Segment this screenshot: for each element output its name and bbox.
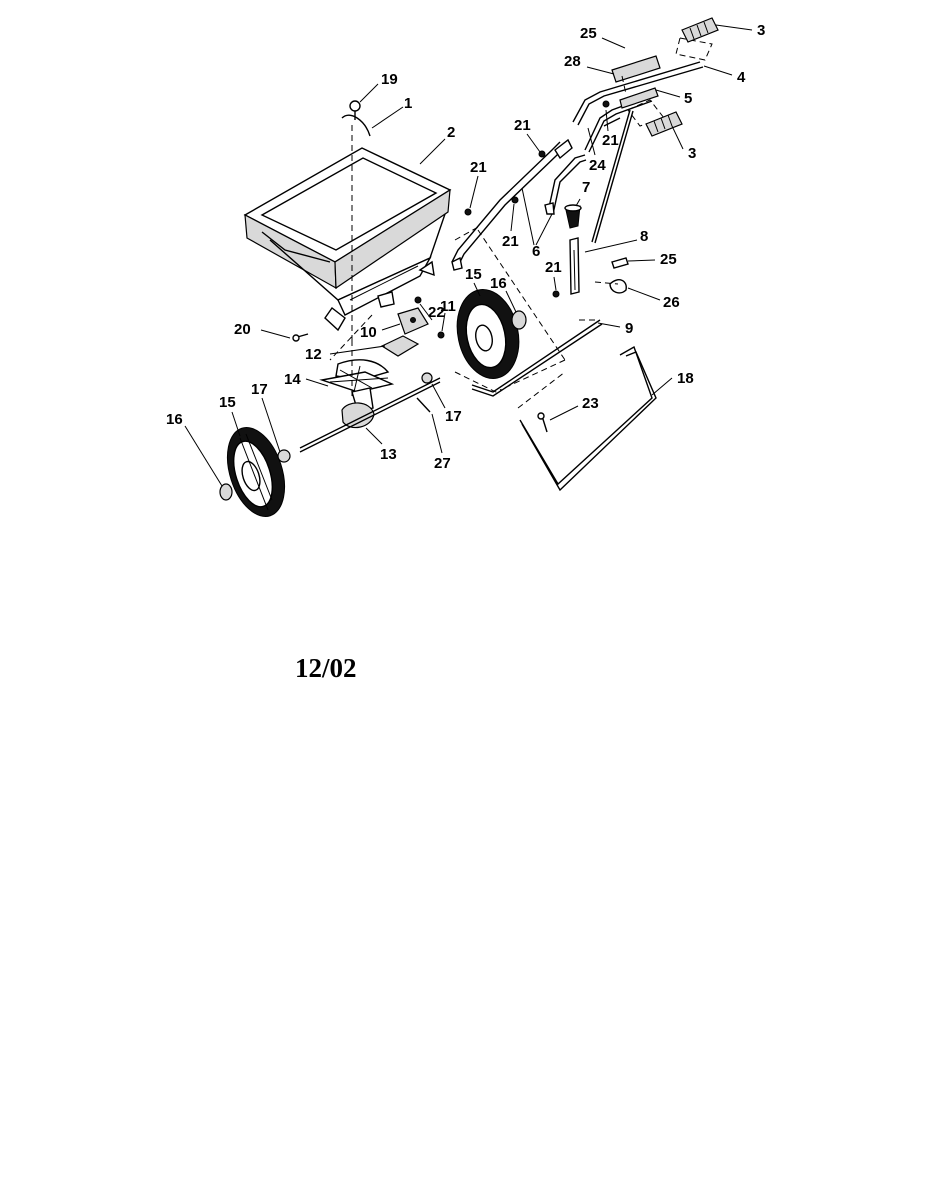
part-number-15: 15 (465, 266, 482, 283)
part-number-23: 23 (582, 395, 599, 412)
part-number-26: 26 (663, 294, 680, 311)
hardware-drawing (292, 100, 610, 413)
part-number-20: 20 (234, 321, 251, 338)
rotor-assembly-drawing (299, 307, 441, 453)
part-number-19: 19 (381, 71, 398, 88)
agitator-pin-drawing (341, 100, 371, 340)
part-number-13: 13 (380, 446, 397, 463)
date-stamp: 12/02 (295, 653, 357, 683)
handle-grips-drawing (645, 17, 719, 137)
part-number-16: 16 (490, 275, 507, 292)
part-number-9: 9 (625, 320, 633, 337)
part-number-27: 27 (434, 455, 451, 472)
part-number-10: 10 (360, 324, 377, 341)
part-number-7: 7 (582, 179, 590, 196)
part-number-28: 28 (564, 53, 581, 70)
lower-handle-drawing (451, 138, 587, 391)
part-number-8: 8 (640, 228, 648, 245)
part-number-3: 3 (688, 145, 696, 162)
part-number-24: 24 (589, 157, 606, 174)
part-number-17: 17 (445, 408, 462, 425)
part-number-labels: 19 1 2 25 3 28 4 5 21 21 3 21 24 7 21 6 … (166, 22, 765, 472)
control-linkage-drawing (564, 109, 634, 295)
part-number-12: 12 (305, 346, 322, 363)
part-number-25: 25 (660, 251, 677, 268)
part-number-15: 15 (219, 394, 236, 411)
part-number-21: 21 (502, 233, 519, 250)
part-number-21: 21 (514, 117, 531, 134)
part-number-2: 2 (447, 124, 455, 141)
left-wheel-drawing (219, 427, 291, 517)
part-number-21: 21 (545, 259, 562, 276)
part-number-16: 16 (166, 411, 183, 428)
upper-handle-drawing (572, 37, 713, 153)
part-number-14: 14 (284, 371, 301, 388)
part-number-11: 11 (440, 298, 456, 315)
part-number-6: 6 (532, 243, 540, 260)
part-number-22: 22 (428, 304, 445, 321)
part-number-4: 4 (737, 69, 746, 86)
part-number-18: 18 (677, 370, 694, 387)
frame-rod-drawing (454, 319, 603, 397)
part-number-1: 1 (404, 95, 412, 112)
hopper-drawing (243, 147, 452, 332)
part-number-21: 21 (602, 132, 619, 149)
part-number-5: 5 (684, 90, 692, 107)
support-stand-drawing (517, 345, 657, 492)
part-number-25: 25 (580, 25, 597, 42)
part-number-17: 17 (251, 381, 268, 398)
leader-lines (184, 24, 753, 487)
right-wheel-drawing (456, 289, 527, 379)
part-number-3: 3 (757, 22, 765, 39)
part-number-21: 21 (470, 159, 487, 176)
